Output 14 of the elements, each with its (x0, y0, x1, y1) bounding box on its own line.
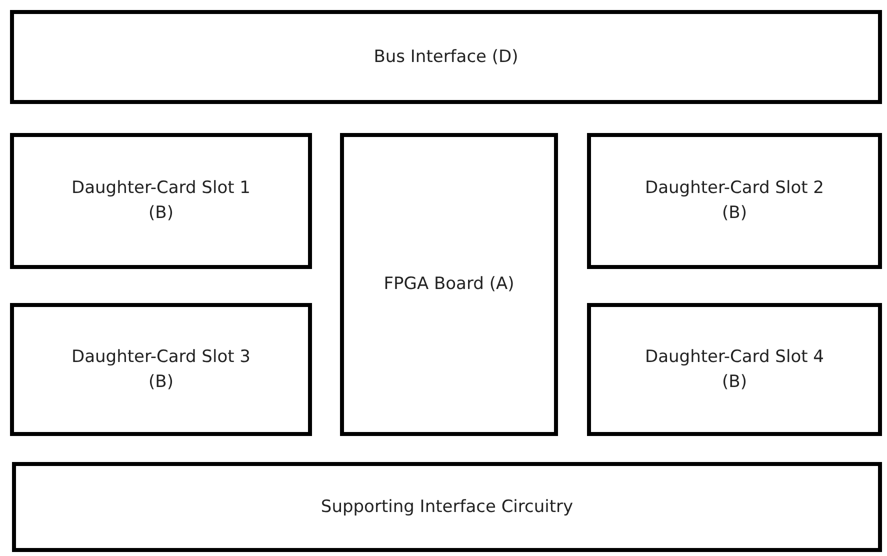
block-label: Daughter-Card Slot 1 (B) (70, 177, 252, 225)
block-box (10, 133, 312, 269)
block-label: Bus Interface (D) (374, 46, 518, 69)
block-label: FPGA Board (A) (384, 273, 514, 296)
block-label: Daughter-Card Slot 3 (B) (70, 346, 252, 394)
block-box (587, 303, 882, 436)
block-label: Daughter-Card Slot 2 (B) (644, 177, 825, 225)
block-box (10, 303, 312, 436)
block-box (340, 133, 558, 436)
block-label: Supporting Interface Circuitry (320, 496, 574, 519)
block-box (10, 10, 882, 104)
block-label: Daughter-Card Slot 4 (B) (644, 346, 825, 394)
block-box (587, 133, 882, 269)
block-box (12, 462, 882, 552)
